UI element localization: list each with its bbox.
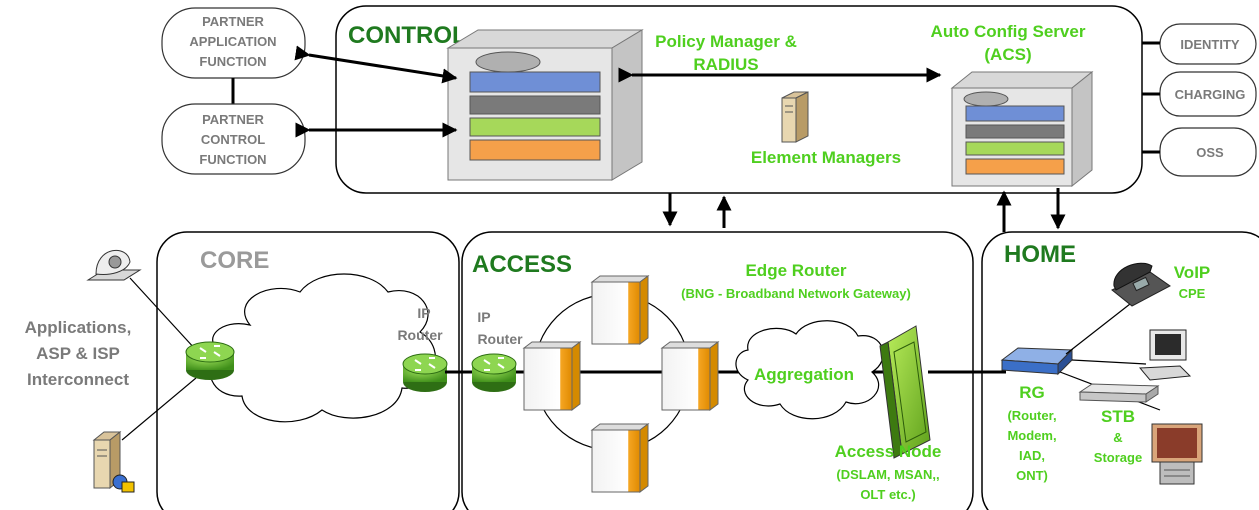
rg-sub-3: IAD, bbox=[1019, 448, 1045, 463]
voip-label-2: CPE bbox=[1179, 286, 1206, 301]
partner-ctrl-line3: FUNCTION bbox=[199, 152, 266, 167]
link-server-router bbox=[121, 377, 197, 441]
telephone-icon bbox=[1111, 262, 1171, 307]
residential-gateway-icon bbox=[1000, 347, 1074, 376]
core-left-router-icon bbox=[185, 341, 235, 380]
bng-label: (BNG - Broadband Network Gateway) bbox=[681, 286, 911, 301]
partner-ctrl-line2: CONTROL bbox=[201, 132, 265, 147]
application-server-icon bbox=[92, 430, 135, 493]
link-rg-phone bbox=[1065, 303, 1131, 355]
core-title: CORE bbox=[200, 247, 269, 274]
edge-router-left-icon bbox=[522, 341, 582, 411]
home-title: HOME bbox=[1004, 241, 1076, 268]
control-title: CONTROL bbox=[348, 22, 467, 49]
rg-sub-2: Modem, bbox=[1007, 428, 1056, 443]
rg-label: RG bbox=[1019, 383, 1045, 402]
partner-app-line3: FUNCTION bbox=[199, 54, 266, 69]
element-managers-label: Element Managers bbox=[751, 148, 901, 167]
edge-router-bottom-icon bbox=[590, 423, 650, 493]
access-node-sub-1: (DSLAM, MSAN,, bbox=[836, 467, 939, 482]
edge-router-top-icon bbox=[590, 275, 650, 345]
stb-sub-1: & bbox=[1113, 430, 1122, 445]
access-node-label: Access Node bbox=[835, 442, 942, 461]
rg-sub-4: ONT) bbox=[1016, 468, 1048, 483]
access-ip-router-label-1: IP bbox=[477, 309, 490, 325]
acs-server-stack-icon bbox=[950, 70, 1094, 188]
aggregation-label: Aggregation bbox=[754, 365, 854, 384]
applications-label-3: Interconnect bbox=[27, 370, 129, 389]
voip-label-1: VoIP bbox=[1174, 263, 1211, 282]
core-ip-router-label-2: Router bbox=[397, 327, 443, 343]
partner-ctrl-line1: PARTNER bbox=[202, 112, 264, 127]
television-icon bbox=[1151, 423, 1203, 485]
desktop-server-icon bbox=[781, 91, 809, 143]
stb-sub-2: Storage bbox=[1094, 450, 1142, 465]
applications-label-1: Applications, bbox=[25, 318, 132, 337]
satellite-dish-icon bbox=[86, 249, 142, 281]
set-top-box-icon bbox=[1078, 383, 1160, 403]
oss-label: OSS bbox=[1196, 145, 1224, 160]
core-ip-router-icon bbox=[402, 353, 448, 392]
link-rg-computer bbox=[1071, 359, 1147, 365]
acs-label-2: (ACS) bbox=[984, 45, 1031, 64]
partner-control-function-box bbox=[161, 103, 306, 175]
partner-app-line2: APPLICATION bbox=[189, 34, 276, 49]
policy-manager-server-stack-icon bbox=[446, 29, 644, 181]
access-ip-router-icon bbox=[471, 353, 517, 392]
access-ip-router-label-2: Router bbox=[477, 331, 523, 347]
arrow-partner-app bbox=[294, 45, 458, 84]
edge-router-right-icon bbox=[660, 341, 720, 411]
aggregation-cloud-icon bbox=[735, 320, 884, 420]
access-node-icon bbox=[879, 325, 931, 459]
identity-label: IDENTITY bbox=[1180, 37, 1240, 52]
policy-manager-label-1: Policy Manager & bbox=[655, 32, 797, 51]
policy-manager-label-2: RADIUS bbox=[693, 55, 758, 74]
core-ip-router-label-1: IP bbox=[417, 305, 430, 321]
stb-label: STB bbox=[1101, 407, 1135, 426]
applications-label-2: ASP & ISP bbox=[36, 344, 120, 363]
access-node-sub-2: OLT etc.) bbox=[860, 487, 915, 502]
charging-label: CHARGING bbox=[1175, 87, 1246, 102]
computer-icon bbox=[1138, 329, 1192, 381]
access-title: ACCESS bbox=[472, 251, 572, 278]
acs-label-1: Auto Config Server bbox=[931, 22, 1086, 41]
link-dish-router bbox=[129, 277, 197, 351]
rg-sub-1: (Router, bbox=[1007, 408, 1056, 423]
edge-router-label: Edge Router bbox=[745, 261, 846, 280]
partner-app-line1: PARTNER bbox=[202, 14, 264, 29]
